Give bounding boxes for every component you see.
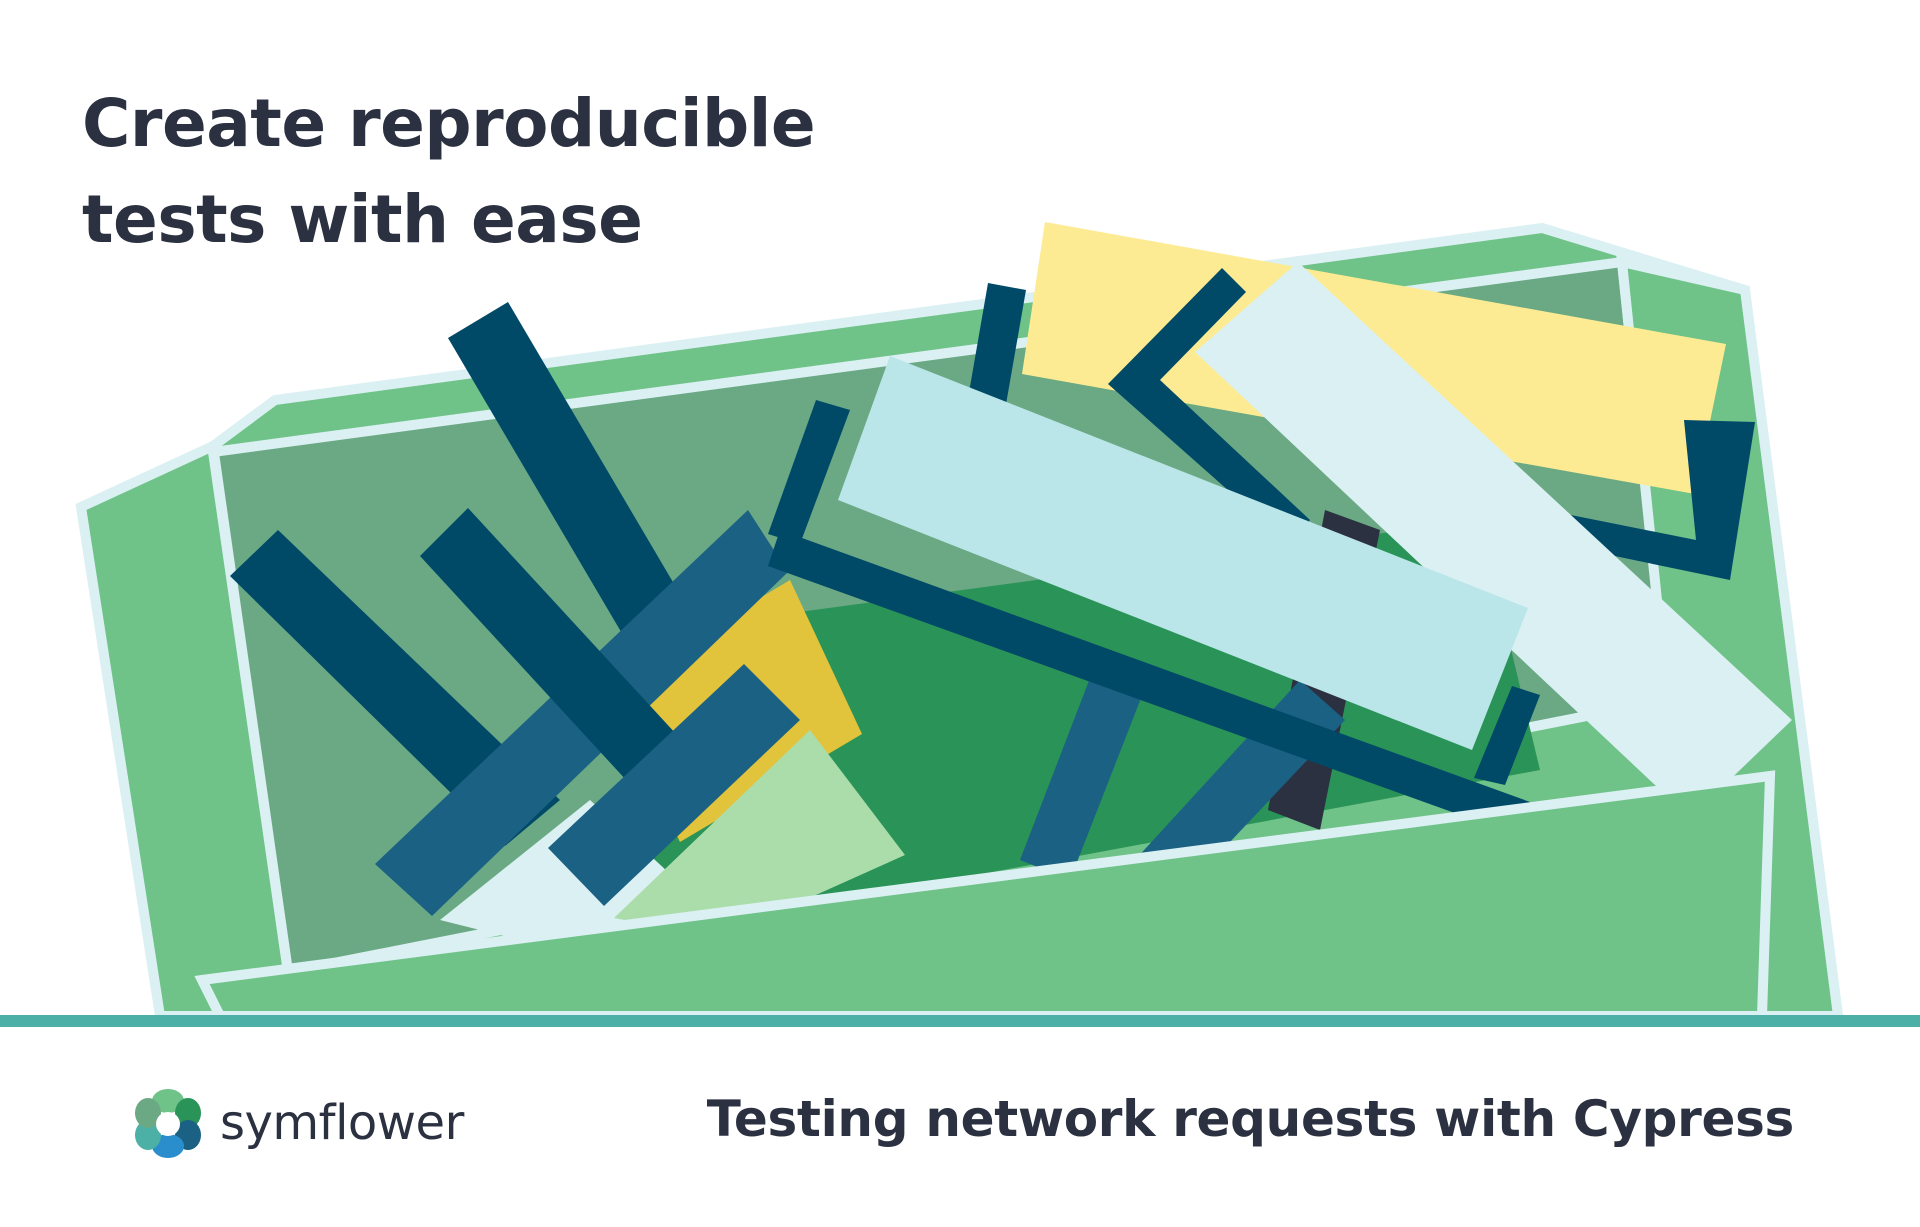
symflower-flower-logo-icon — [135, 1089, 201, 1158]
stick-navy-left-bracket — [768, 400, 850, 544]
stick-pale-blue — [838, 356, 1528, 750]
headline-line-1: Create reproducible — [82, 85, 816, 162]
stick-navy-chevron — [1108, 268, 1310, 545]
box-of-tangled-sticks-illustration — [75, 222, 1844, 1021]
stick-very-pale-blue-big — [1195, 262, 1792, 818]
box-left-flap-edge — [208, 445, 293, 973]
article-title: Testing network requests with Cypress — [706, 1090, 1795, 1148]
footer-divider — [0, 1015, 1920, 1027]
stick-navy-mid — [420, 508, 700, 806]
stick-navy-long — [768, 530, 1530, 835]
stick-light-green — [614, 730, 905, 938]
stick-blue-diagonal — [1020, 665, 1145, 880]
stick-navy-tall — [448, 302, 700, 664]
stick-navy-small-bracket — [1474, 686, 1540, 785]
headline-line-2: tests with ease — [82, 181, 643, 258]
brand-name: symflower — [220, 1095, 464, 1151]
stick-navy-bracket-top — [967, 283, 1026, 410]
headline: Create reproducible tests with ease — [82, 76, 816, 268]
stick-blue-lower — [548, 664, 800, 906]
symflower-logo: symflower — [130, 1085, 464, 1161]
